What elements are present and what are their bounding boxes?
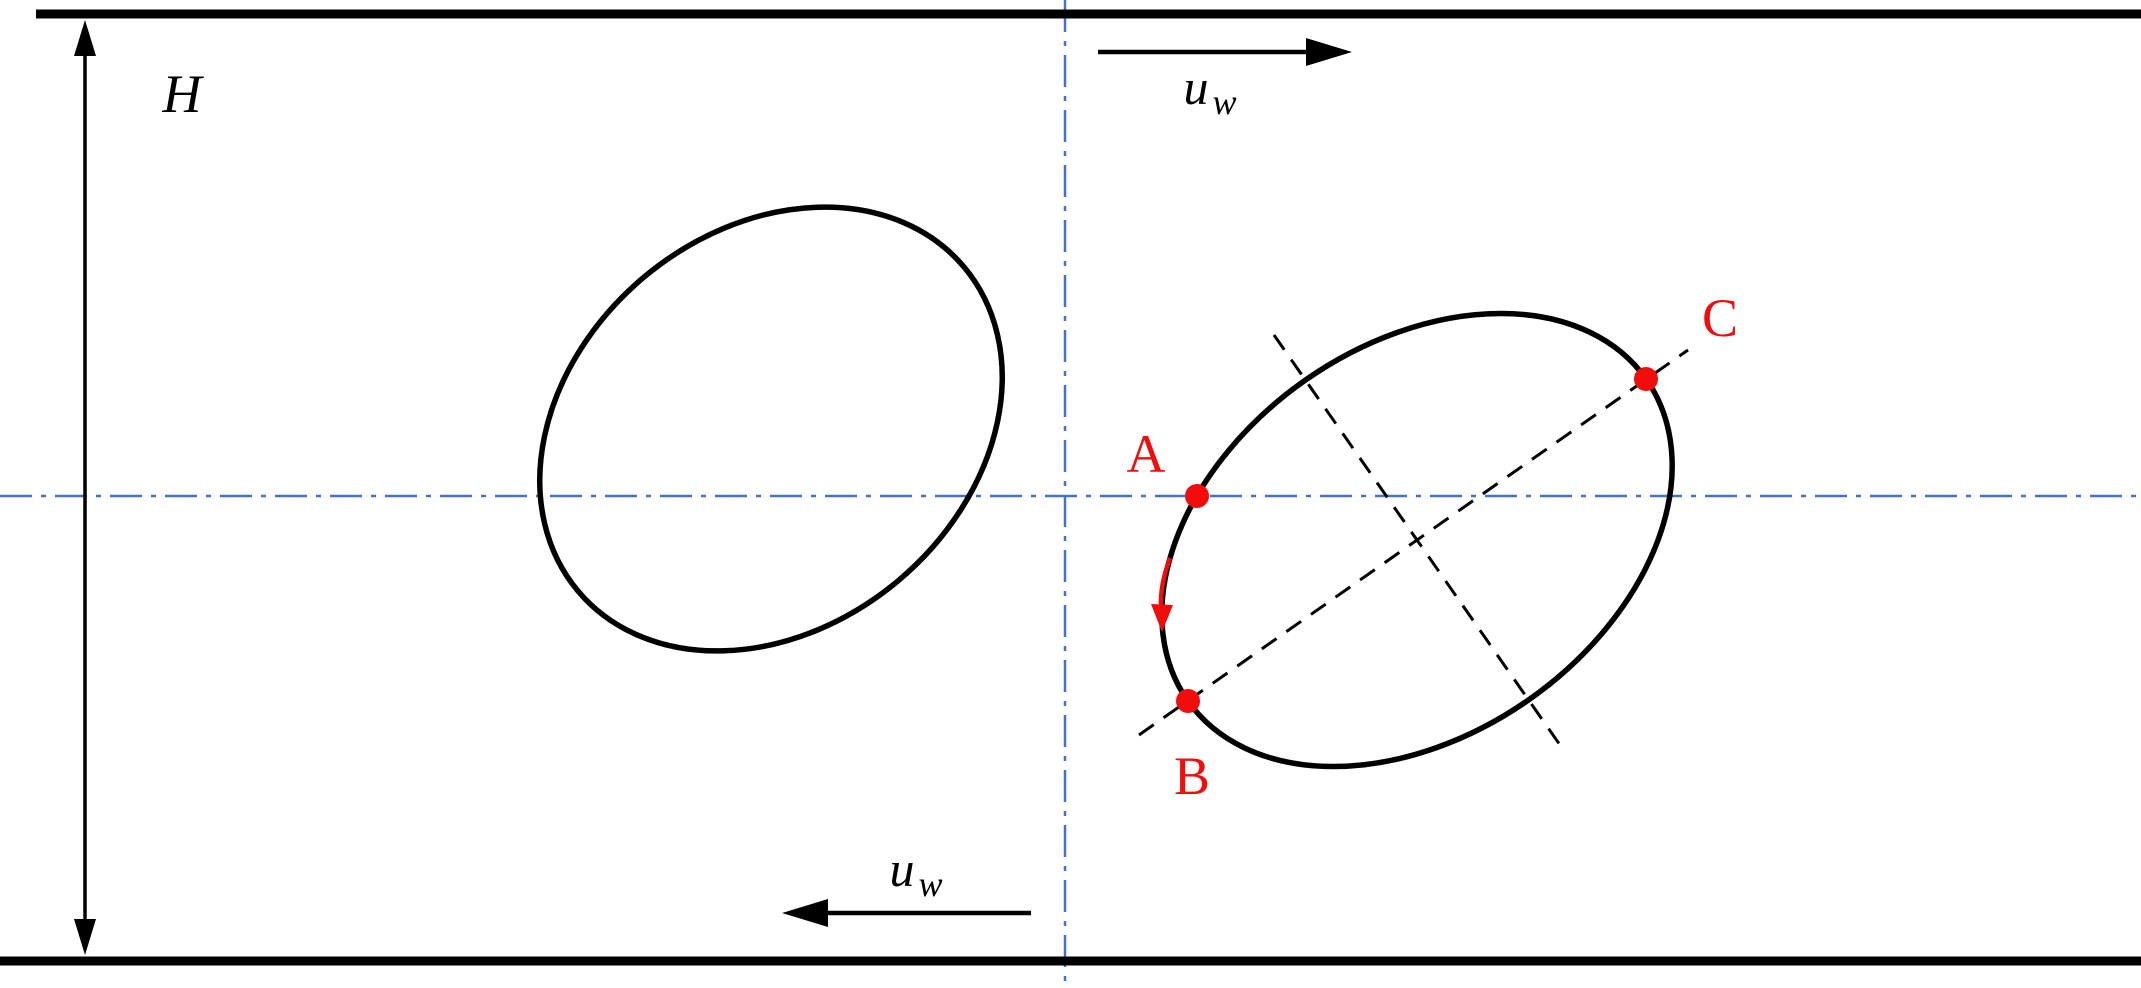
bottom-wall-velocity-label: u w (889, 841, 942, 904)
bottom-velocity-symbol: u (889, 841, 914, 897)
point-c-label: C (1702, 288, 1738, 348)
left-ellipse (537, 204, 1005, 654)
channel-height-label: H (162, 64, 205, 124)
top-wall-velocity-arrow (1098, 38, 1352, 66)
ink-layer: H u w u w (0, 9, 2141, 966)
bottom-velocity-subscript: w (918, 864, 942, 904)
bottom-wall-velocity-arrowhead (782, 899, 828, 927)
top-velocity-subscript: w (1212, 82, 1236, 122)
channel-height-arrow (74, 20, 96, 955)
top-wall-velocity-arrowhead (1306, 38, 1352, 66)
channel-height-arrowhead-up (74, 20, 96, 56)
membrane-direction-arrowhead (1151, 604, 1173, 632)
point-a-marker (1185, 484, 1209, 508)
point-b-label: B (1174, 746, 1210, 806)
point-a-label: A (1127, 424, 1166, 484)
membrane-direction-arrow (1151, 557, 1173, 632)
top-velocity-symbol: u (1183, 59, 1208, 115)
right-ellipse-minor-axis (1272, 334, 1562, 746)
marker-layer: A B C (1127, 288, 1739, 806)
top-wall-velocity-label: u w (1183, 59, 1236, 122)
bottom-wall-velocity-arrow (782, 899, 1031, 927)
channel-height-arrowhead-down (74, 919, 96, 955)
point-b-marker (1176, 689, 1200, 713)
point-c-marker (1634, 367, 1658, 391)
membrane-direction-arrow-shaft (1158, 557, 1173, 607)
right-ellipse-major-axis (1138, 348, 1689, 737)
